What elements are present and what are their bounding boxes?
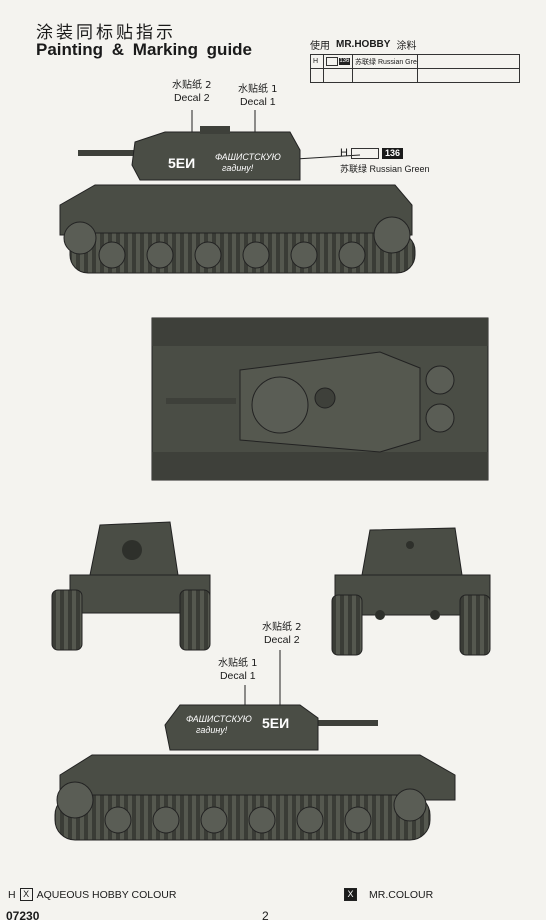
paint-color-box bbox=[350, 147, 379, 159]
paint-code: H 136 bbox=[340, 147, 430, 159]
callout-cn: 水贴纸 1 bbox=[238, 84, 278, 95]
legend-x-box-dark: X bbox=[344, 888, 357, 901]
empty-cell bbox=[324, 69, 353, 82]
paint-name: 苏联绿 Russian Green bbox=[340, 164, 430, 174]
paint-callout: H 136 苏联绿 Russian Green bbox=[340, 147, 430, 175]
turret-slogan-top: ФАШИСТСКУЮ bbox=[215, 152, 281, 162]
paint-grid: H 136 苏联绿 Russian Green bbox=[310, 54, 520, 83]
callout-en: Decal 1 bbox=[219, 670, 256, 682]
callout-decal-1-top: 水贴纸 1 Decal 1 bbox=[238, 84, 278, 108]
callout-en: Decal 1 bbox=[239, 96, 276, 108]
paint-number-badge: 136 bbox=[381, 147, 403, 159]
tank-front-view bbox=[51, 521, 211, 651]
legend-h-letter: H bbox=[8, 888, 16, 901]
paint-code-h: H bbox=[311, 55, 324, 68]
legend-mr-colour: X MR.COLOUR bbox=[344, 888, 433, 901]
page-number: 2 bbox=[262, 909, 269, 920]
brand-name: MR.HOBBY bbox=[336, 38, 391, 50]
tank-side-view-bottom bbox=[54, 650, 456, 841]
callout-cn: 水贴纸 2 bbox=[172, 80, 212, 91]
callout-cn: 水贴纸 2 bbox=[262, 622, 302, 633]
turret-number-top: 5ЕИ bbox=[168, 155, 195, 171]
title-english: Painting & Marking guide bbox=[36, 40, 253, 59]
paint-table: 使用 MR.HOBBY 涂料 H 136 苏联绿 Russian Green bbox=[310, 34, 520, 83]
paint-row: H 136 苏联绿 Russian Green bbox=[311, 55, 519, 69]
callout-decal-2-top: 水贴纸 2 Decal 2 bbox=[172, 80, 212, 104]
color-chip bbox=[326, 57, 338, 66]
legend-x-box: X bbox=[19, 888, 33, 901]
legend-aqueous: H X AQUEOUS HOBBY COLOUR bbox=[8, 888, 176, 901]
tank-top-view bbox=[151, 317, 489, 481]
turret-slogan-bottom-line2: гадину! bbox=[196, 725, 228, 735]
paint-row-empty bbox=[311, 69, 519, 82]
callout-en: Decal 2 bbox=[263, 634, 300, 646]
empty-cell bbox=[311, 69, 324, 82]
page-code: 07230 bbox=[6, 909, 40, 920]
turret-slogan-top-line2: гадину! bbox=[222, 163, 254, 173]
brand-suffix: 涂料 bbox=[396, 40, 417, 52]
legend-mr-colour-label: MR.COLOUR bbox=[369, 888, 434, 901]
paint-number: 136 bbox=[338, 58, 350, 65]
callout-cn: 水贴纸 1 bbox=[218, 658, 258, 669]
empty-cell bbox=[353, 69, 418, 82]
turret-number-bottom: 5ЕИ bbox=[262, 715, 289, 731]
paint-description: 苏联绿 Russian Green bbox=[353, 55, 418, 68]
paint-table-header: 使用 MR.HOBBY 涂料 bbox=[310, 34, 518, 54]
title-chinese: 涂装同标贴指示 bbox=[36, 23, 176, 43]
callout-decal-2-bottom: 水贴纸 2 Decal 2 bbox=[262, 622, 302, 646]
turret-slogan-bottom: ФАШИСТСКУЮ bbox=[186, 714, 252, 724]
tank-rear-view bbox=[331, 527, 491, 656]
brand-prefix: 使用 bbox=[310, 40, 330, 52]
callout-en: Decal 2 bbox=[173, 92, 210, 104]
tank-side-view-top bbox=[59, 110, 416, 274]
paint-code-cell: 136 bbox=[324, 55, 353, 68]
paint-h-letter: H bbox=[340, 147, 348, 159]
callout-decal-1-bottom: 水贴纸 1 Decal 1 bbox=[218, 658, 258, 682]
legend-aqueous-label: AQUEOUS HOBBY COLOUR bbox=[36, 888, 177, 901]
